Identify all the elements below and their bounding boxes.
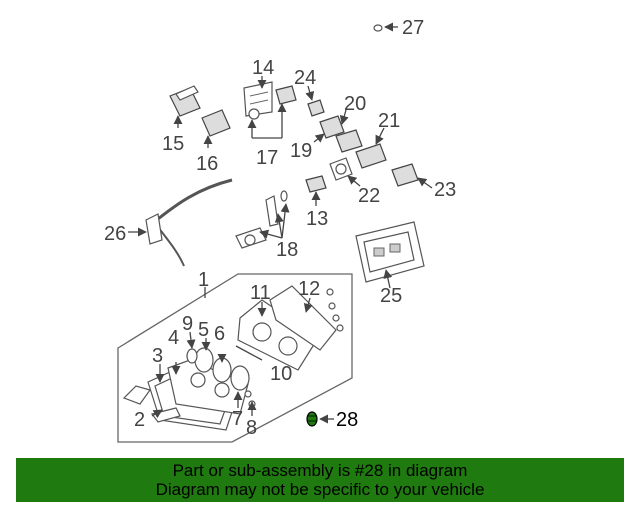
- callout-19: 19: [290, 140, 312, 162]
- callout-27: 27: [402, 17, 424, 39]
- instrument-panel-outline: [117, 273, 353, 443]
- cluster-housing-part[interactable]: [167, 359, 249, 415]
- callout-6: 6: [214, 323, 225, 345]
- small-part-27[interactable]: [373, 24, 383, 32]
- switch-part-16[interactable]: [201, 109, 231, 137]
- switch-part-15[interactable]: [169, 85, 201, 117]
- callout-23: 23: [434, 179, 456, 201]
- switch-part-13[interactable]: [305, 175, 327, 193]
- callout-7: 7: [232, 408, 243, 430]
- cable-part-26[interactable]: [145, 178, 233, 267]
- callout-26: 26: [104, 223, 126, 245]
- switch-part-19[interactable]: [319, 115, 345, 139]
- switch-part-17[interactable]: [248, 85, 297, 120]
- callout-13: 13: [306, 208, 328, 230]
- callout-22: 22: [358, 185, 380, 207]
- callout-8: 8: [246, 417, 257, 439]
- climate-control-part-25[interactable]: [355, 221, 425, 283]
- switch-part-22[interactable]: [329, 157, 353, 181]
- banner-line-2: Diagram may not be specific to your vehi…: [155, 480, 485, 499]
- circuit-board-part[interactable]: [237, 299, 319, 371]
- callout-24: 24: [294, 67, 316, 89]
- cluster-back-cover-part[interactable]: [269, 285, 337, 351]
- callout-4: 4: [168, 327, 179, 349]
- switch-part-24[interactable]: [307, 99, 325, 117]
- switch-part-21[interactable]: [355, 143, 387, 169]
- info-banner: Part or sub-assembly is #28 in diagram D…: [16, 458, 624, 502]
- callout-10: 10: [270, 363, 292, 385]
- banner-line-1: Part or sub-assembly is #28 in diagram: [172, 461, 468, 480]
- callout-20: 20: [344, 93, 366, 115]
- bulb-part-18[interactable]: [235, 190, 288, 249]
- callout-3: 3: [152, 345, 163, 367]
- callout-2: 2: [134, 409, 145, 431]
- callout-18: 18: [276, 239, 298, 261]
- highlighted-part-28[interactable]: [306, 411, 318, 427]
- callout-11: 11: [250, 282, 271, 304]
- callout-16: 16: [196, 153, 218, 175]
- callout-25: 25: [380, 285, 402, 307]
- bracket-part[interactable]: [122, 385, 181, 423]
- parts-diagram: 27 14 24 20 21 19 15 16 17 22 23 13 26 1…: [104, 17, 456, 443]
- callout-12: 12: [298, 278, 320, 300]
- callout-21: 21: [378, 110, 400, 132]
- callout-14: 14: [252, 57, 274, 79]
- callout-15: 15: [162, 133, 184, 155]
- callout-1: 1: [198, 269, 209, 291]
- leader-line: [235, 345, 263, 361]
- callout-28: 28: [336, 409, 358, 431]
- leader-arrows: [128, 22, 433, 424]
- switch-part-23[interactable]: [391, 163, 419, 187]
- callout-17: 17: [256, 147, 278, 169]
- switch-part-20[interactable]: [335, 129, 363, 153]
- callout-9: 9: [182, 313, 193, 335]
- callout-5: 5: [198, 319, 209, 341]
